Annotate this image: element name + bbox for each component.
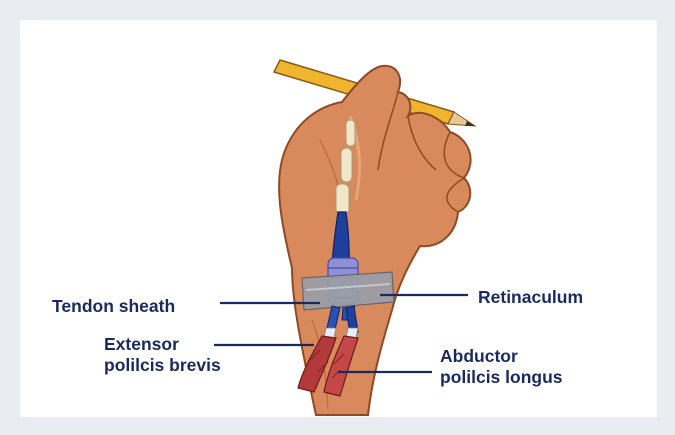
label-extensor-line-1: Extensor (104, 334, 221, 355)
label-abductor-polilcis-longus: Abductor polilcis longus (440, 346, 563, 388)
label-abductor-line-2: polilcis longus (440, 367, 563, 388)
label-tendon-sheath: Tendon sheath (52, 296, 175, 317)
label-retinaculum: Retinaculum (478, 287, 583, 308)
diagram-card: Tendon sheath Retinaculum Extensor polil… (20, 20, 657, 417)
label-extensor-line-2: polilcis brevis (104, 355, 221, 376)
label-extensor-polilcis-brevis: Extensor polilcis brevis (104, 334, 221, 376)
label-abductor-line-1: Abductor (440, 346, 563, 367)
